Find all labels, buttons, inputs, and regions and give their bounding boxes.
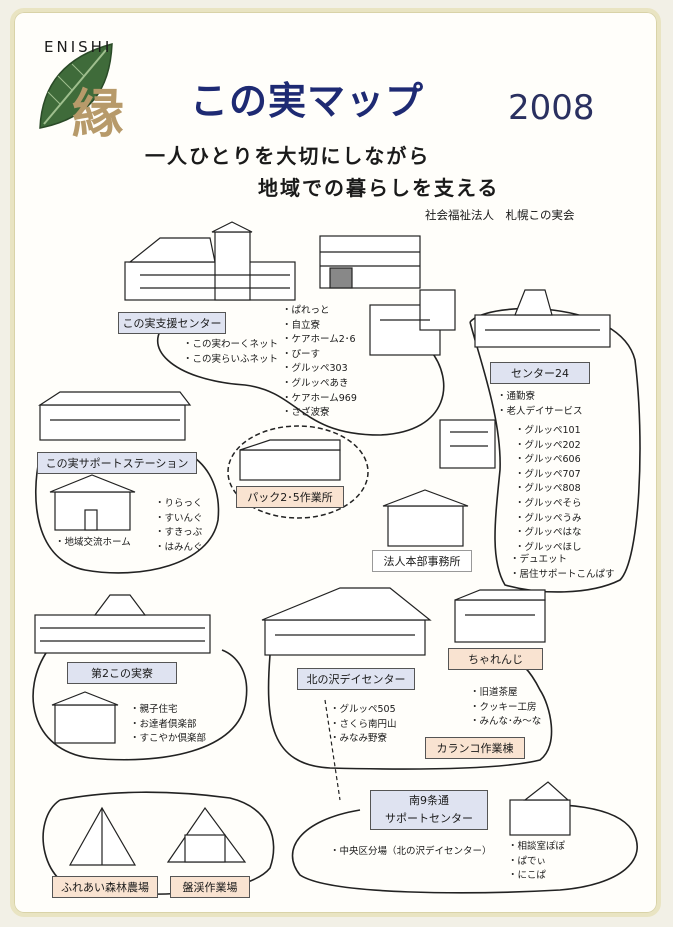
daini-loop (32, 649, 248, 761)
list-item: 通勤寮 (497, 390, 583, 405)
list-item: さくら南円山 (330, 718, 397, 733)
list-item: この実わーくネット (183, 338, 279, 353)
daini-label: 第2この実寮 (67, 662, 177, 684)
support-station-label: この実サポートステーション (37, 452, 197, 474)
minami9-label: 南9条通 サポートセンター (370, 790, 488, 830)
list-item: はみんぐ (155, 541, 203, 556)
list-item: 地域交流ホーム (55, 536, 131, 551)
list-item: グルッペはな (515, 526, 582, 541)
support-center-left-list: この実わーくネット この実らいふネット (183, 338, 279, 368)
list-item: ケアホーム969 (282, 392, 357, 407)
dormitory-building-icon (369, 289, 456, 356)
list-item: グルッペあき (282, 377, 357, 392)
organization-name: 社会福祉法人 札幌この実会 (425, 208, 575, 222)
list-item: みんな･み～な (470, 715, 542, 730)
daini-building-icon (34, 594, 211, 654)
list-item: クッキー工房 (470, 701, 541, 716)
farm-label: ふれあい森林農場 (52, 876, 158, 898)
list-item: 老人デイサービス (497, 405, 583, 420)
pack-workshop-label: パック2･5作業所 (236, 486, 344, 508)
list-item: グルッペ707 (515, 468, 582, 483)
list-item: グルッペ606 (515, 453, 582, 468)
center24-label: センター24 (490, 362, 590, 384)
list-item: ケアホーム2･6 (282, 333, 357, 348)
list-item: にこぱ (508, 869, 565, 884)
hq-building-icon (382, 489, 469, 547)
minami9-dashed-link (324, 699, 341, 801)
support-station-left-list: 地域交流ホーム (55, 536, 131, 551)
page-title: この実マップ (190, 79, 425, 123)
minami9-label-line-1: 南9条通 (409, 794, 449, 807)
list-item: 親子住宅 (130, 703, 206, 718)
list-item: ぱれっと (282, 304, 357, 319)
farm-loop (42, 791, 275, 896)
list-item: ぴーす (282, 348, 357, 363)
charenji-label: ちゃれんじ (448, 648, 543, 670)
support-station-right-list: りらっく すいんぐ すきっぷ はみんぐ (155, 497, 203, 555)
list-item: 旧道茶屋 (470, 686, 541, 701)
kitanosawa-label: 北の沢デイセンター (297, 668, 415, 690)
list-item: この実らいふネット (183, 353, 279, 368)
list-item: すいんぐ (155, 512, 203, 527)
support-center-label: この実支援センター (118, 312, 226, 334)
minami9-loop (291, 803, 638, 894)
subtitle-line-2: 地域での暮らしを支える (258, 176, 500, 200)
kitanosawa-list: グルッペ505 さくら南円山 みなみ野寮 (330, 703, 397, 747)
center24-bottom-list: デュエット 居住サポートこんぱす (510, 553, 615, 582)
charenji-building-icon (454, 589, 546, 643)
list-item: グルッペそら (515, 497, 582, 512)
minami9-building-icon (509, 781, 571, 836)
farm-cabin-icon (68, 806, 137, 866)
list-item: 中央区分場（北の沢デイセンター） (330, 845, 492, 860)
list-item: グルッペ303 (282, 362, 357, 377)
list-item: デュエット (510, 553, 615, 568)
center24-top-list: 通勤寮 老人デイサービス (497, 390, 583, 419)
pack-building-icon (239, 439, 341, 481)
karanko-label: カランコ作業棟 (425, 737, 525, 759)
list-item: グルッペうみ (515, 512, 582, 527)
minami9-list: 相談室ぽぽ ぱでぃ にこぱ (508, 840, 566, 884)
community-home-icon (49, 474, 136, 531)
center24-building-icon (474, 289, 611, 348)
list-item: グルッペほし (515, 541, 582, 556)
center24-group-list: グルッペ101 グルッペ202 グルッペ606 グルッペ707 グルッペ808 … (515, 424, 582, 555)
oyako-house-icon (51, 691, 119, 744)
list-item: 自立寮 (282, 319, 357, 334)
charenji-list: 旧道茶屋 クッキー工房 みんな･み～な (470, 686, 542, 730)
list-item: 相談室ぽぽ (508, 840, 566, 855)
logo-kanji: 縁 (72, 84, 125, 145)
support-station-loop (35, 454, 220, 574)
list-item: みなみ野寮 (330, 732, 397, 747)
list-item: グルッペ101 (515, 424, 582, 439)
pack-dashed-loop (227, 425, 369, 519)
minami9-note-list: 中央区分場（北の沢デイセンター） (330, 845, 492, 860)
kitanosawa-building-icon (261, 587, 432, 656)
minami9-label-line-2: サポートセンター (385, 812, 473, 825)
title-year: 2008 (508, 88, 595, 128)
bankei-label: 盤渓作業場 (170, 876, 250, 898)
bankei-cabin-icon (166, 806, 247, 863)
list-item: ぱでぃ (508, 855, 565, 870)
list-item: グルッペ808 (515, 482, 582, 497)
list-item: グルッペ505 (330, 703, 397, 718)
logo-english: ENISHI (44, 38, 113, 56)
list-item: 居住サポートこんぱす (510, 568, 615, 583)
daini-list: 親子住宅 お達者倶楽部 すこやか倶楽部 (130, 703, 207, 747)
support-station-building-icon (37, 391, 192, 441)
list-item: すこやか倶楽部 (130, 732, 207, 747)
list-item: さざ波寮 (282, 406, 357, 421)
subtitle-line-1: 一人ひとりを大切にしながら (145, 144, 431, 168)
support-center-right-list: ぱれっと 自立寮 ケアホーム2･6 ぴーす グルッペ303 グルッペあき ケアホ… (282, 304, 357, 421)
hq-label: 法人本部事務所 (372, 550, 472, 572)
palette-building-icon (319, 235, 421, 289)
list-item: お達者倶楽部 (130, 718, 206, 733)
list-item: りらっく (155, 497, 203, 512)
list-item: すきっぷ (155, 526, 203, 541)
center24-tower-icon (439, 419, 496, 469)
leaf-icon (39, 43, 113, 129)
support-center-building-icon (124, 221, 296, 301)
list-item: グルッペ202 (515, 439, 582, 454)
